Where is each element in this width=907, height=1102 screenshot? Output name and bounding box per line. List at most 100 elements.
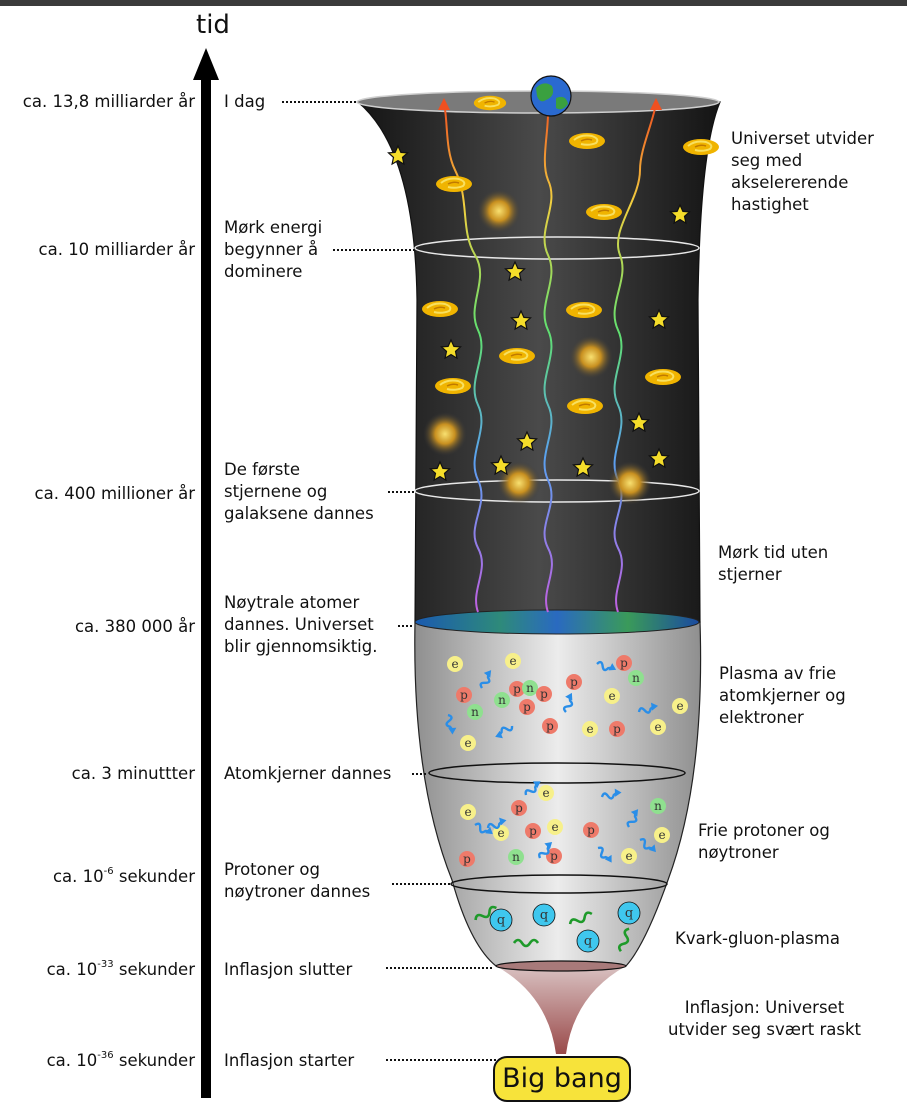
event-label-today: I dag — [224, 92, 266, 111]
ring-protons — [450, 874, 668, 894]
inflation-funnel — [496, 966, 626, 1054]
time-label-first-stars: ca. 400 millioner år — [34, 484, 195, 503]
dark-era-cone — [356, 101, 721, 623]
neutron-letter: n — [498, 693, 506, 707]
neutron-letter: n — [471, 705, 479, 719]
cmb-disc — [414, 609, 700, 635]
proton-letter: p — [570, 675, 578, 689]
electron-particle: e — [447, 656, 463, 672]
proton-letter: p — [613, 722, 621, 736]
proton-particle: p — [546, 848, 562, 864]
electron-letter: e — [464, 736, 471, 750]
quark-particle: q — [489, 908, 513, 932]
proton-particle: p — [511, 800, 527, 816]
proton-letter: p — [550, 849, 558, 863]
protogalaxy-blobs — [423, 189, 652, 505]
quark-letter: q — [540, 908, 548, 923]
electron-particle: e — [621, 848, 637, 864]
neutron-particle: n — [467, 704, 483, 720]
earth-icon — [530, 75, 572, 117]
electron-particle: e — [538, 785, 554, 801]
quark-letter: q — [625, 906, 633, 921]
electron-particle: e — [460, 804, 476, 820]
proton-letter: p — [513, 682, 521, 696]
time-label-inflation-end: ca. 10-33 sekunder — [46, 958, 195, 979]
electron-letter: e — [625, 849, 632, 863]
neutron-particle: n — [508, 849, 524, 865]
axis-title: tid — [196, 10, 230, 40]
event-label-inflation-end: Inflasjon slutter — [224, 960, 353, 979]
ring-dark-energy — [414, 236, 700, 260]
time-label-protons: ca. 10-6 sekunder — [52, 865, 195, 886]
top-bar — [0, 0, 907, 6]
proton-letter: p — [515, 801, 523, 815]
electron-letter: e — [464, 805, 471, 819]
electron-particle: e — [460, 735, 476, 751]
electron-letter: e — [608, 689, 615, 703]
ring-nuclei — [428, 762, 686, 784]
electron-particle: e — [654, 827, 670, 843]
proton-letter: p — [546, 719, 554, 733]
proton-letter: p — [523, 700, 531, 714]
time-label-today: ca. 13,8 milliarder år — [22, 92, 195, 111]
plasma-era-cone — [414, 621, 702, 967]
photon-arrow — [650, 98, 662, 110]
proton-particle: p — [459, 851, 475, 867]
big-bang-label: Big bang — [493, 1056, 631, 1102]
electron-particle: e — [650, 719, 666, 735]
neutron-letter: n — [654, 799, 662, 813]
neutron-letter: n — [526, 681, 534, 695]
neutron-particle: n — [494, 692, 510, 708]
quark-particle: q — [532, 903, 556, 927]
proton-particle: p — [536, 686, 552, 702]
proton-particle: p — [456, 687, 472, 703]
electron-letter: e — [654, 720, 661, 734]
proton-letter: p — [463, 852, 471, 866]
ring-inflation — [495, 960, 627, 972]
electron-letter: e — [542, 786, 549, 800]
proton-letter: p — [529, 824, 537, 838]
quark-particle: q — [617, 901, 641, 925]
photon-arrow — [438, 98, 450, 110]
electron-letter: e — [497, 826, 504, 840]
electron-letter: e — [509, 654, 516, 668]
electron-particle: e — [582, 721, 598, 737]
proton-letter: p — [587, 823, 595, 837]
proton-letter: p — [540, 687, 548, 701]
time-label-nuclei: ca. 3 minuttter — [71, 764, 195, 783]
electron-letter: e — [586, 722, 593, 736]
quark-letter: q — [584, 934, 592, 949]
proton-particle: p — [583, 822, 599, 838]
electron-particle: e — [505, 653, 521, 669]
electron-particle: e — [672, 698, 688, 714]
neutron-letter: n — [632, 671, 640, 685]
gluon-lines — [474, 905, 630, 953]
time-label-dark-energy: ca. 10 milliarder år — [38, 240, 195, 259]
neutron-letter: n — [512, 850, 520, 864]
neutron-particle: n — [522, 680, 538, 696]
proton-letter: p — [620, 656, 628, 670]
electron-letter: e — [451, 657, 458, 671]
proton-particle: p — [616, 655, 632, 671]
proton-letter: p — [460, 688, 468, 702]
neutron-particle: n — [628, 670, 644, 686]
proton-particle: p — [542, 718, 558, 734]
side-label-quark-gluon: Kvark-gluon-plasma — [675, 929, 840, 948]
proton-particle: p — [525, 823, 541, 839]
electron-particle: e — [604, 688, 620, 704]
proton-particle: p — [566, 674, 582, 690]
electron-letter: e — [676, 699, 683, 713]
proton-particle: p — [519, 699, 535, 715]
time-axis-arrowhead — [193, 48, 219, 80]
ring-first-stars — [414, 479, 700, 503]
